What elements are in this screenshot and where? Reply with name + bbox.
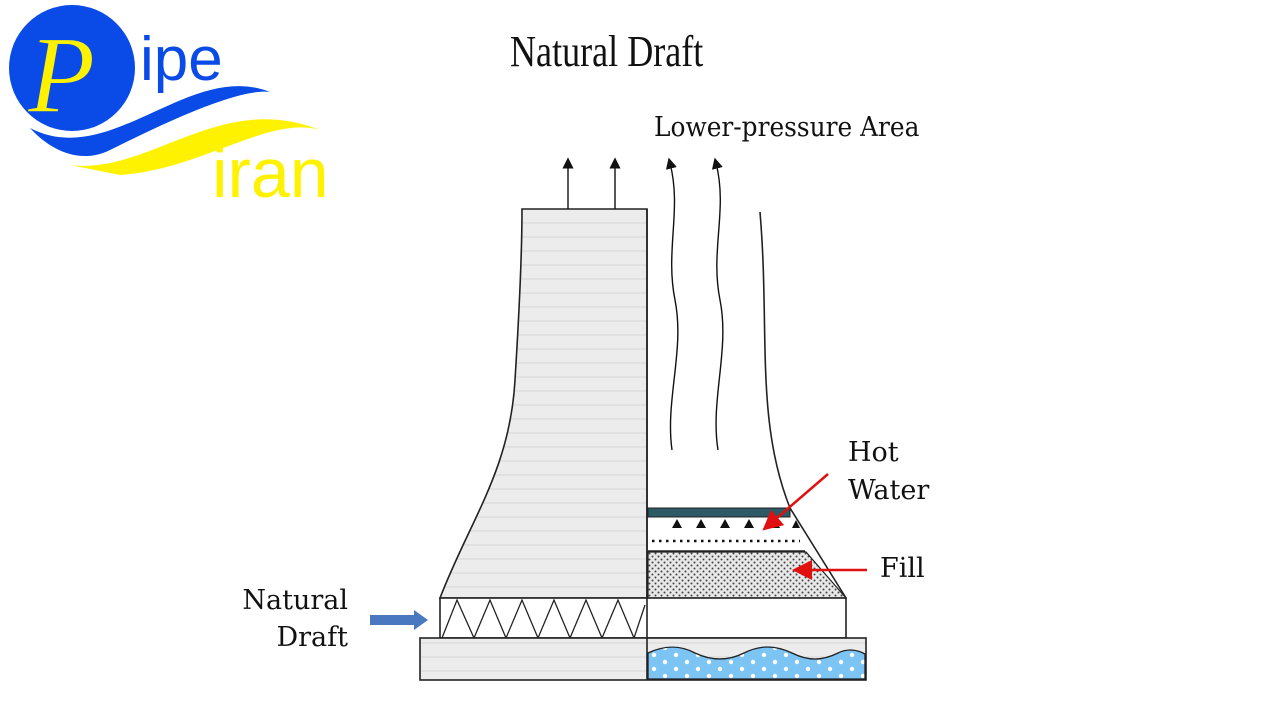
hot-water-label: Hot Water xyxy=(848,434,929,510)
fill-media xyxy=(647,551,848,599)
natural-draft-label-line2: Draft xyxy=(276,622,349,653)
lower-pressure-label: Lower-pressure Area xyxy=(654,112,920,143)
hot-water-label-line1: Hot xyxy=(848,437,899,468)
natural-draft-label: Natural Draft xyxy=(228,582,348,656)
svg-text:ipe: ipe xyxy=(140,25,223,94)
hot-water-label-line2: Water xyxy=(848,475,930,506)
wavy-air-arrow xyxy=(665,157,679,451)
inlet-louvers xyxy=(441,598,646,640)
cold-water-basin xyxy=(647,646,866,680)
air-inlet xyxy=(439,597,847,639)
hot-water-pointer xyxy=(762,473,829,531)
natural-draft-label-line1: Natural xyxy=(242,585,348,616)
hot-water-distribution xyxy=(647,507,791,518)
diagram-title: Natural Draft xyxy=(510,27,704,76)
pipe-iran-logo: P ipe iran xyxy=(9,5,329,212)
wavy-air-arrow xyxy=(711,157,724,451)
fill-label: Fill xyxy=(880,553,925,584)
svg-text:P: P xyxy=(27,14,95,136)
tower-shell xyxy=(438,208,648,599)
tower-outline-right xyxy=(759,211,847,599)
svg-text:iran: iran xyxy=(212,134,329,212)
spray-nozzles xyxy=(672,519,800,528)
natural-draft-inlet-arrow xyxy=(370,610,428,630)
